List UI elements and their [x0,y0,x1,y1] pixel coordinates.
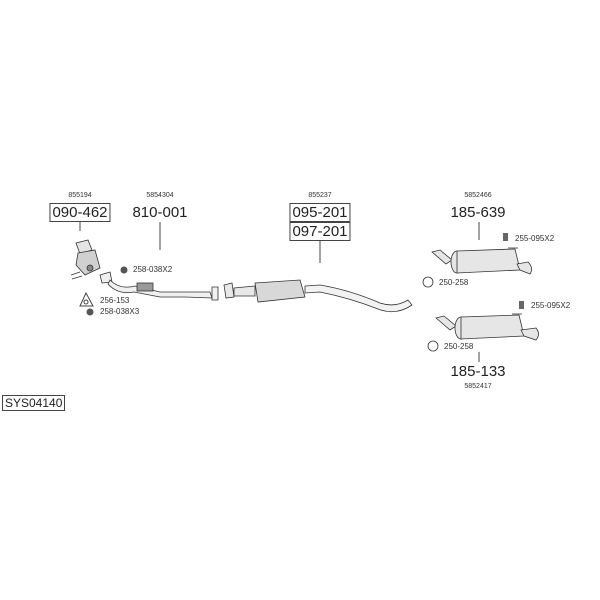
accessory-label[interactable]: 255-095X2 [531,301,571,310]
rubber-mount-icon [519,301,524,309]
oem-number: 5852417 [464,383,492,390]
accessory-label[interactable]: 258-038X3 [100,307,140,316]
nut-icon [86,308,94,316]
part-number-box[interactable]: 090-462 [49,203,111,222]
oem-number: 855194 [68,192,92,199]
middle-section-drawing [223,279,413,313]
oem-number: 855237 [308,192,332,199]
part-number[interactable]: 185-133 [450,363,506,380]
part-number-box[interactable]: 095-201 [289,203,351,222]
oem-number: 5854304 [146,192,174,199]
nut-icon [120,266,128,274]
oem-number: 5852466 [464,192,492,199]
rubber-mount-icon [503,233,508,241]
front-pipe-drawing [99,271,219,301]
part-number[interactable]: 810-001 [132,204,188,221]
accessory-label[interactable]: 250-258 [439,278,469,287]
gasket-icon [79,291,94,307]
rear-muffler-1-drawing [422,247,532,288]
catalyst-front-drawing [70,239,101,280]
system-code: SYS04140 [2,395,66,411]
accessory-label[interactable]: 256-153 [100,296,130,305]
part-number-box-alt[interactable]: 097-201 [289,222,351,241]
part-number[interactable]: 185-639 [450,204,506,221]
accessory-label[interactable]: 250-258 [444,342,474,351]
accessory-label[interactable]: 258-038X2 [133,265,173,274]
rear-muffler-2-drawing [427,313,539,352]
accessory-label[interactable]: 255-095X2 [515,234,555,243]
